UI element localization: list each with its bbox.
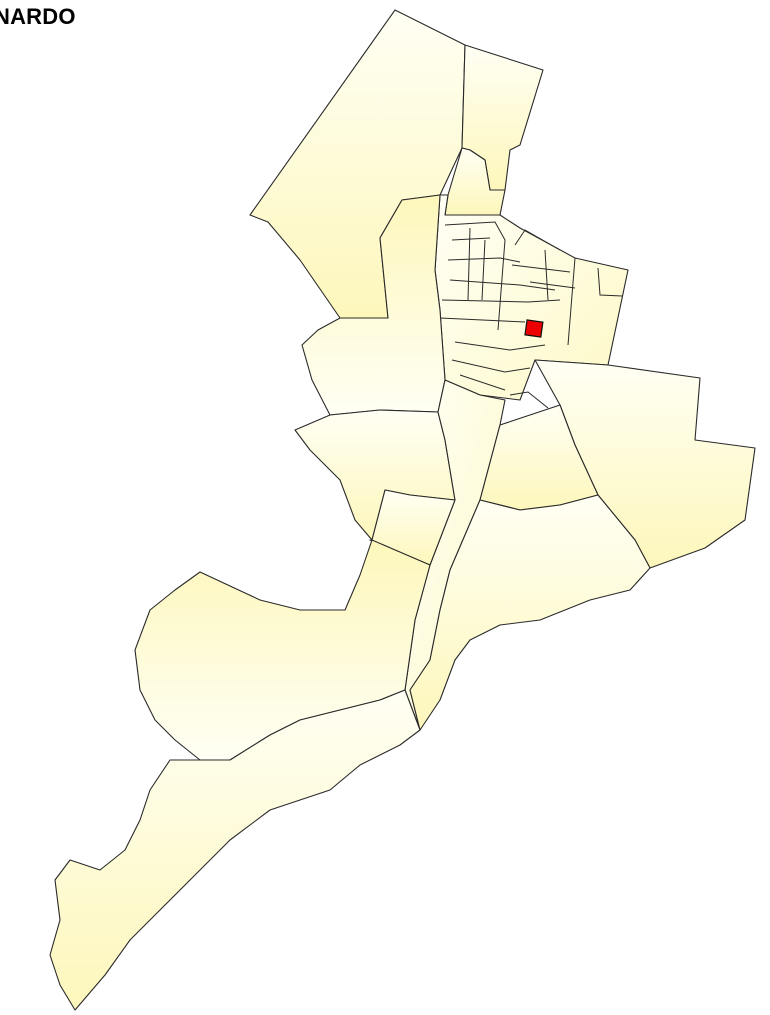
map-zone-south-tail[interactable]	[49, 689, 421, 1011]
map-title: NARDO	[0, 4, 76, 29]
map-zone-south-middle-east[interactable]	[409, 494, 651, 731]
highlighted-parcel[interactable]	[524, 319, 544, 338]
map-urban-blocks	[439, 221, 623, 409]
